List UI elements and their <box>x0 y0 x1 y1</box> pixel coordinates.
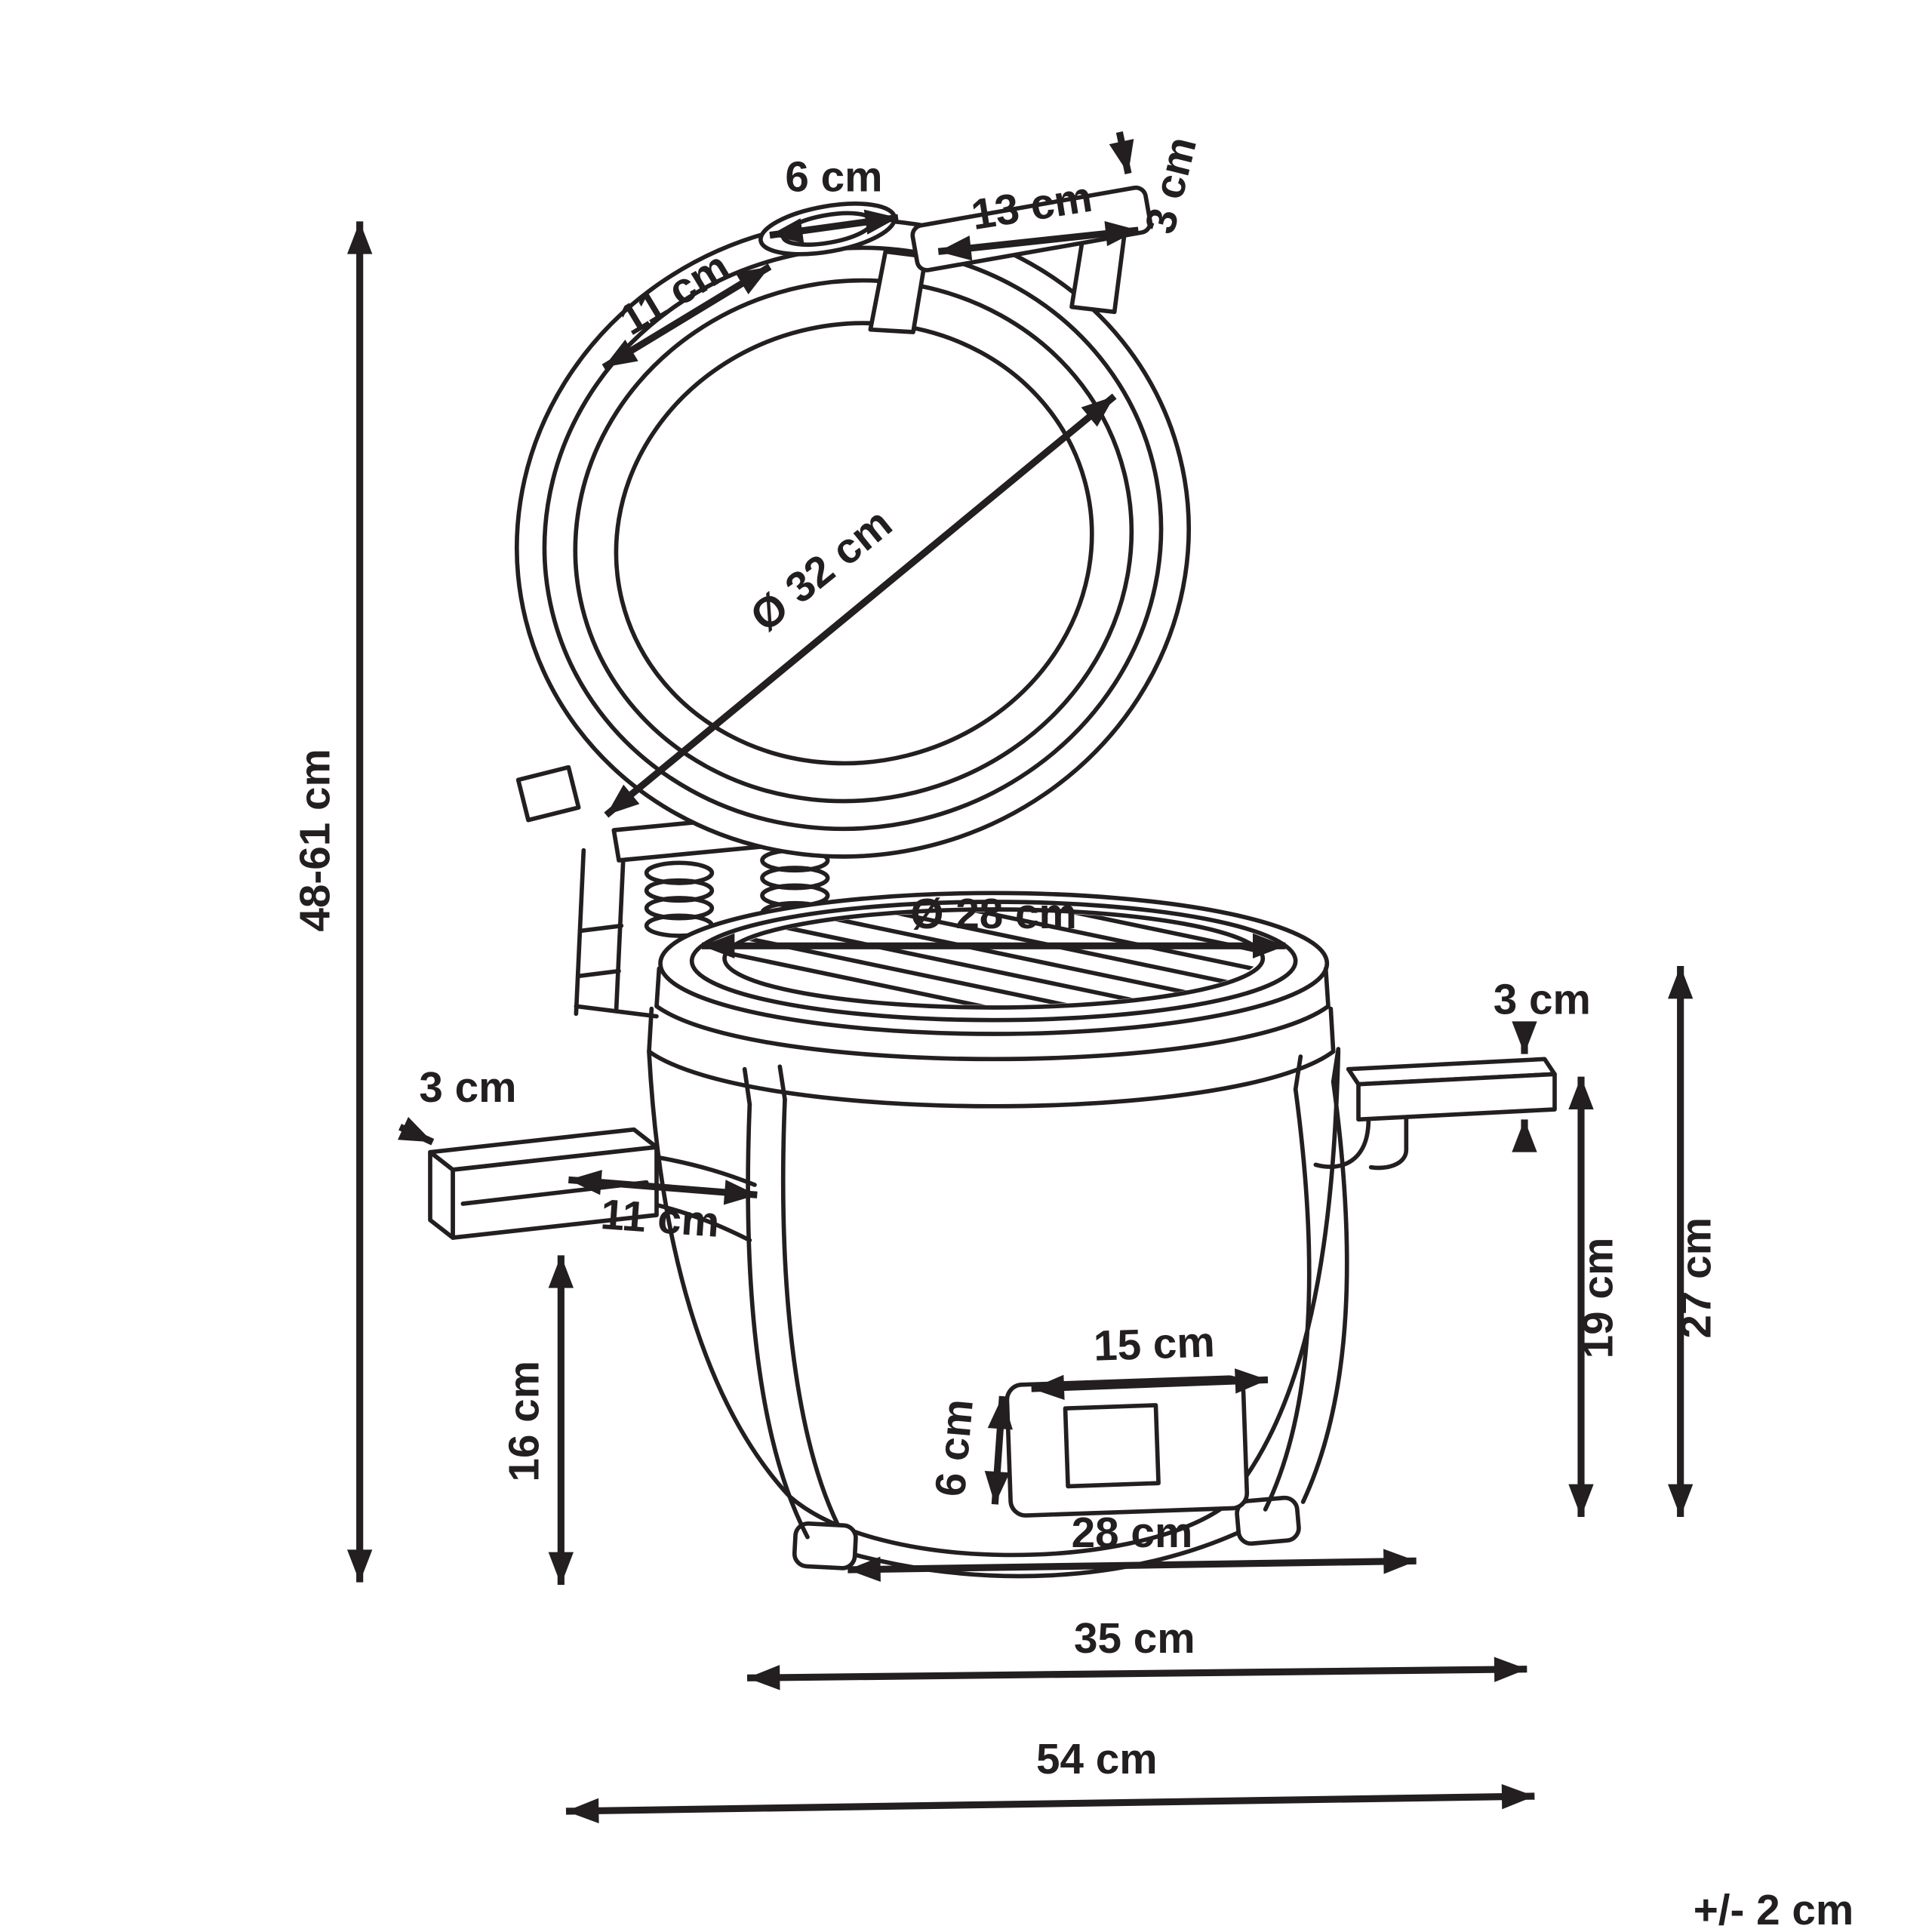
left-shelf-length-label: 11 cm <box>599 1191 721 1247</box>
dim-body-width: 35 cm <box>746 1615 1527 1690</box>
rim-band-upper <box>654 966 1331 1062</box>
dim-left-shelf-length: 11 cm <box>568 1170 758 1247</box>
vent-slider <box>1063 1403 1161 1489</box>
hinge-support-rung <box>576 968 621 979</box>
body-height-label: 19 cm <box>1575 1238 1623 1359</box>
rim-band-lower <box>647 1006 1336 1109</box>
dim-opening-diameter: Ø 28 cm <box>702 891 1286 959</box>
dim-overall-width: 54 cm <box>565 1736 1535 1823</box>
airflow-vent <box>1004 1375 1250 1518</box>
body-width-arrow <box>746 1657 1527 1690</box>
dim-lid-vent-width: 6 cm <box>769 153 899 244</box>
grill-drawing <box>428 185 1557 1579</box>
lid-vent-width-arrow <box>769 209 899 244</box>
lid-vent-width-label: 6 cm <box>785 153 882 201</box>
dim-vent-width: 15 cm <box>1031 1318 1269 1401</box>
dim-left-shelf-thickness: 3 cm <box>398 1064 517 1146</box>
base-width-arrow <box>848 1549 1417 1582</box>
overall-height-label: 48-61 cm <box>292 749 340 932</box>
right-shelf-front <box>1356 1072 1557 1122</box>
overall-width-label: 54 cm <box>1036 1736 1158 1783</box>
dim-vent-height: 6 cm <box>927 1395 1013 1505</box>
left-shelf-end <box>428 1149 455 1240</box>
dim-body-height: 19 cm <box>1568 1076 1623 1517</box>
dim-base-width: 28 cm <box>848 1509 1417 1582</box>
vent-width-label: 15 cm <box>1093 1318 1216 1371</box>
vent-width-arrow <box>1031 1368 1269 1401</box>
handle-thickness-arrow <box>1109 131 1134 174</box>
handle-length-arrow <box>937 221 1139 261</box>
tolerance-note: +/- 2 cm <box>1694 1887 1854 1932</box>
dim-total-side-height: 27 cm <box>1668 966 1721 1517</box>
right-shelf-thickness-label: 3 cm <box>1494 976 1591 1023</box>
hinge-support-rung <box>579 923 624 934</box>
dimension-annotations: 48-61 cm 6 cm 11 cm 13 cm 3 cm Ø 32 cm Ø… <box>292 131 1854 1932</box>
left-shelf-thickness-arrow <box>398 1117 435 1146</box>
body-group <box>647 891 1349 1579</box>
foot-left <box>792 1521 858 1571</box>
left-shelf-length-arrow <box>568 1170 758 1205</box>
left-shelf-bracket <box>654 1155 757 1187</box>
overall-width-arrow <box>565 1784 1535 1823</box>
foot-right <box>1235 1495 1301 1546</box>
body-rim-inner <box>689 900 1298 1023</box>
handle-thickness-label: 3 cm <box>1137 132 1206 238</box>
right-shelf-bracket <box>1313 1117 1371 1169</box>
body-width-label: 35 cm <box>1074 1615 1195 1663</box>
left-shelf-thickness-label: 3 cm <box>419 1064 516 1112</box>
right-shelf-bracket <box>1368 1115 1409 1171</box>
right-shelf <box>1313 1057 1557 1171</box>
hinge-spring-left <box>644 860 715 938</box>
left-shelf-height-label: 16 cm <box>500 1361 548 1482</box>
left-shelf-bracket <box>654 1202 752 1243</box>
lid-top-depth-arrow <box>601 263 772 371</box>
opening-diameter-label: Ø 28 cm <box>910 891 1076 938</box>
vent-height-label: 6 cm <box>927 1397 983 1498</box>
hinge-support-foot <box>574 1004 659 1019</box>
total-side-height-label: 27 cm <box>1673 1217 1721 1339</box>
base-width-label: 28 cm <box>1072 1509 1193 1557</box>
lid-latch <box>515 764 581 823</box>
dim-left-shelf-height: 16 cm <box>500 1255 574 1585</box>
lid-diameter-arrow <box>604 393 1117 818</box>
dim-overall-height: 48-61 cm <box>292 221 373 1583</box>
vent-height-arrow <box>984 1395 1013 1505</box>
dim-right-shelf-thickness: 3 cm <box>1494 976 1591 1152</box>
